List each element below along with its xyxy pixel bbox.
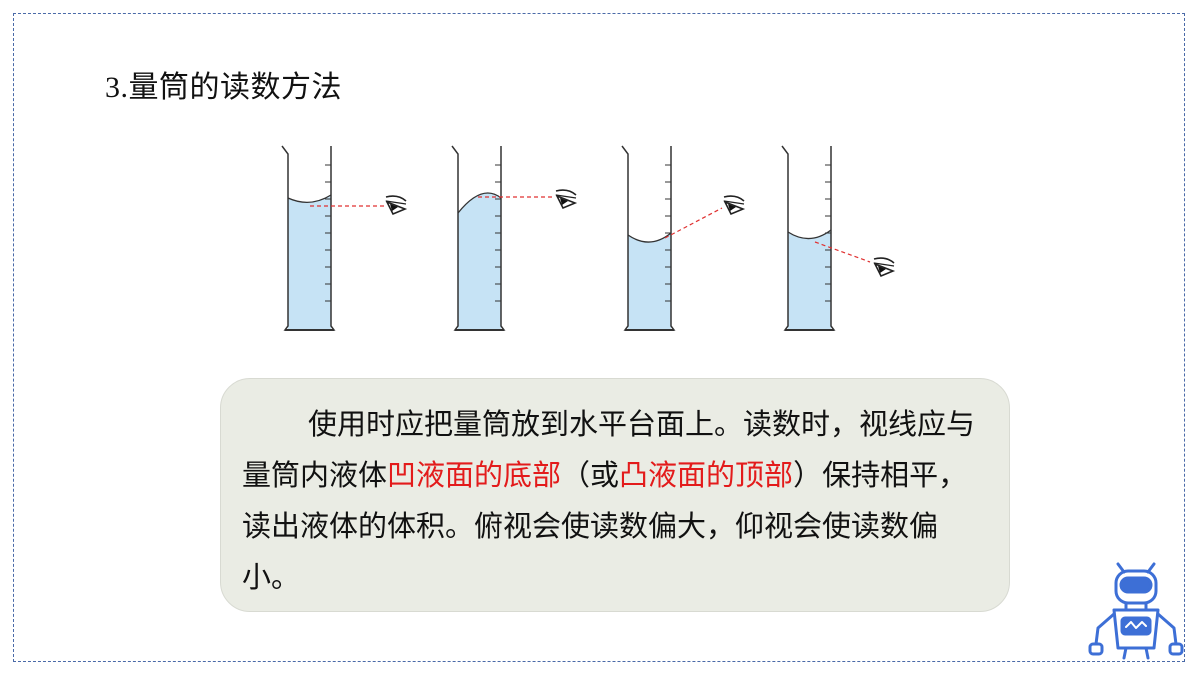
highlight-convex-top: 凸液面的顶部 — [619, 458, 794, 492]
slide-frame — [13, 13, 1185, 662]
cylinder-4 — [781, 145, 895, 331]
cylinder-3 — [621, 145, 745, 331]
highlight-concave-bottom: 凹液面的底部 — [387, 458, 562, 492]
title-text: 量筒的读数方法 — [128, 70, 342, 105]
cylinder-reading-illustration — [281, 145, 895, 331]
eye-icon — [385, 195, 407, 215]
cylinder-1 — [281, 145, 407, 331]
cylinder-2 — [451, 145, 577, 331]
explanation-text-2: （或 — [561, 458, 620, 492]
explanation-text-1: 使用时应把量筒放到水平台面上。读数时，视线应与量筒内液体 — [242, 407, 976, 492]
eye-icon — [873, 257, 895, 277]
explanation-text-3: ）保持相平，读出液体的体积。俯视会使读数偏大，仰视会使读数偏小。 — [242, 458, 968, 594]
eye-icon — [555, 189, 577, 209]
explanation-box: 使用时应把量筒放到水平台面上。读数时，视线应与量筒内液体凹液面的底部（或凸液面的… — [220, 378, 1010, 612]
eye-icon — [723, 195, 745, 215]
title-number: 3. — [105, 71, 129, 104]
robot-icon — [1088, 562, 1184, 660]
slide-title: 3.量筒的读数方法 — [105, 62, 342, 106]
